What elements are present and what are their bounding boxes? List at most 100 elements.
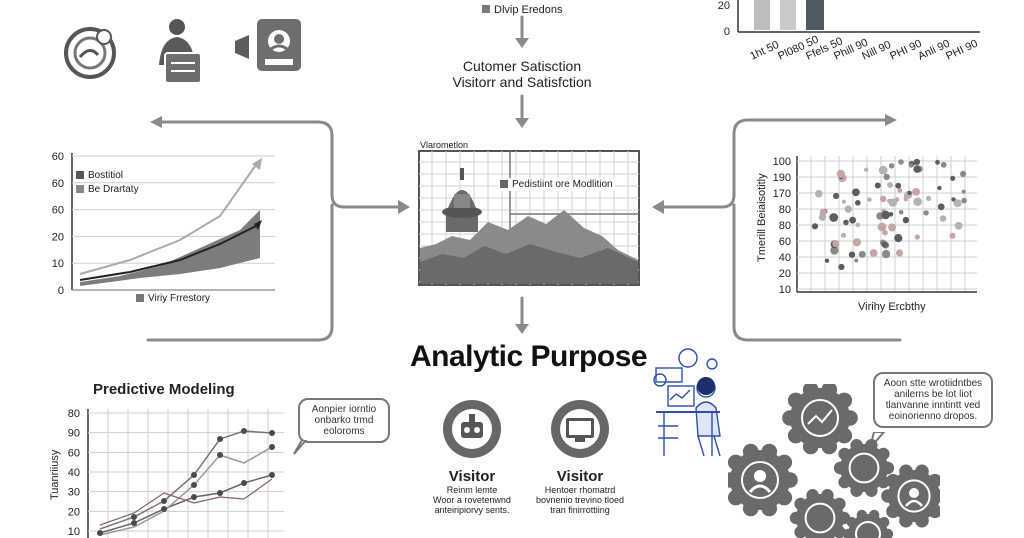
scatter-point (832, 240, 840, 248)
flow-title: Cutomer Satisction Visitorr and Satisfct… (402, 58, 642, 90)
scatter-point (887, 182, 894, 188)
bubble-line: Aonpier iorntio (311, 404, 377, 415)
pred-point (269, 472, 275, 478)
y-tick-label: 80 (68, 408, 80, 420)
scatter-point (840, 232, 847, 238)
scatter-point (914, 234, 920, 240)
scatter-point (912, 188, 920, 196)
scatter-point (852, 188, 860, 197)
scatter-point (824, 258, 830, 263)
top-caption-label: Dlvip Eredons (494, 4, 563, 16)
y-tick-label: 0 (58, 285, 64, 297)
pred-point (191, 472, 197, 478)
bar (806, 0, 824, 30)
y-tick-label: 60 (52, 151, 64, 163)
scatter-point (878, 165, 888, 175)
caption-swatch (482, 4, 490, 13)
y-tick-label: 40 (68, 467, 80, 479)
gray-arrowhead (252, 158, 262, 170)
chat-cycle-icon (64, 27, 116, 79)
scatter-point (869, 249, 878, 257)
visitor-desc: Hentoer rhomatrd (544, 485, 616, 495)
visitor-desc: Reinm lemte (446, 485, 498, 495)
legend-item: Bostitiol (76, 169, 139, 183)
predictive-grid (107, 409, 269, 538)
scatter-point (897, 187, 903, 193)
gear-icon (842, 509, 894, 538)
right-speech-bubble: Aoon stte wrotiidntbes anilerns be lot l… (873, 372, 993, 428)
left-xlabel: Viriy Frrestory (136, 293, 210, 304)
scatter-point (849, 216, 856, 224)
gear-cog-icon (833, 439, 895, 497)
scatter-point (954, 221, 963, 230)
pred-point (269, 430, 275, 436)
bubble-line: onbarko trmd (314, 415, 374, 426)
scatter-point (867, 197, 872, 202)
y-tick-label: 40 (779, 252, 791, 264)
scatter-point (898, 210, 904, 215)
scatter-grid (810, 156, 966, 292)
legend-item: Be Drartaty (76, 183, 139, 197)
scatter-point (858, 250, 866, 258)
pred-point (97, 530, 103, 536)
scatter-point (888, 223, 897, 232)
y-tick-label: 10 (68, 526, 80, 538)
gear-chart-icon (782, 384, 858, 455)
visitor-desc: bovnenio trevino tloed (535, 495, 625, 505)
legend-swatch (136, 294, 144, 303)
scatter-point (925, 195, 932, 201)
scatter-point (939, 215, 947, 222)
scatter-point (961, 189, 966, 194)
scatter-point (830, 246, 839, 255)
y-tick-label: 20 (68, 506, 80, 518)
trend-arrowhead (254, 220, 262, 230)
scatter-point (907, 190, 912, 196)
scatter-point (949, 232, 956, 239)
scatter-point (950, 175, 956, 181)
scatter-point (855, 200, 861, 206)
pred-point (217, 490, 223, 496)
scatter-point (937, 185, 942, 191)
y-tick-label: 10 (52, 258, 64, 270)
scatter-point (881, 210, 890, 220)
scatter-point (940, 161, 947, 168)
center-legend: Pedistiint ore Modlition (498, 178, 615, 191)
scatter-point (843, 219, 849, 226)
scatter-point (833, 192, 840, 200)
pred-point (191, 494, 197, 500)
y-tick-label: 60 (779, 236, 791, 248)
visitor-desc: anteiripiorvy sents. (434, 505, 510, 515)
legend-label: Bostitiol (88, 170, 124, 181)
black-trend-line (79, 223, 261, 281)
scatter-ylabel: Tmerill Beiaisotitly (756, 173, 768, 262)
person-document-icon (159, 19, 202, 84)
scatter-point (836, 169, 845, 178)
scatter-point (877, 222, 887, 232)
analyst-illustration (653, 348, 721, 457)
pred-point (241, 428, 247, 434)
predictive-title: Predictive Modeling (93, 381, 235, 398)
gear-cluster (728, 384, 940, 538)
scatter-point (935, 159, 940, 165)
scatter-point (848, 251, 856, 258)
visitor-block: Visitor Hentoer rhomatrd bovnenio trevin… (530, 468, 630, 515)
flow-title-line2: Visitorr and Satisfction (452, 74, 592, 90)
pred-point (241, 480, 247, 486)
scatter-point (898, 159, 904, 165)
visitor-monitor-icon (551, 400, 609, 458)
scatter-point (937, 203, 945, 211)
bubble-line: Aoon stte wrotiidntbes (883, 378, 983, 389)
scatter-point (888, 198, 897, 207)
pred-point (217, 452, 223, 458)
pred-series (99, 478, 273, 526)
y-tick-label: 100 (773, 156, 791, 168)
bar-y-tick: 0 (724, 26, 730, 38)
scatter-point (879, 195, 887, 203)
scatter-point (883, 173, 890, 181)
gray-trend-line (79, 161, 259, 275)
bubble-line: eoloroms (323, 426, 365, 437)
person-glyph (754, 470, 766, 482)
